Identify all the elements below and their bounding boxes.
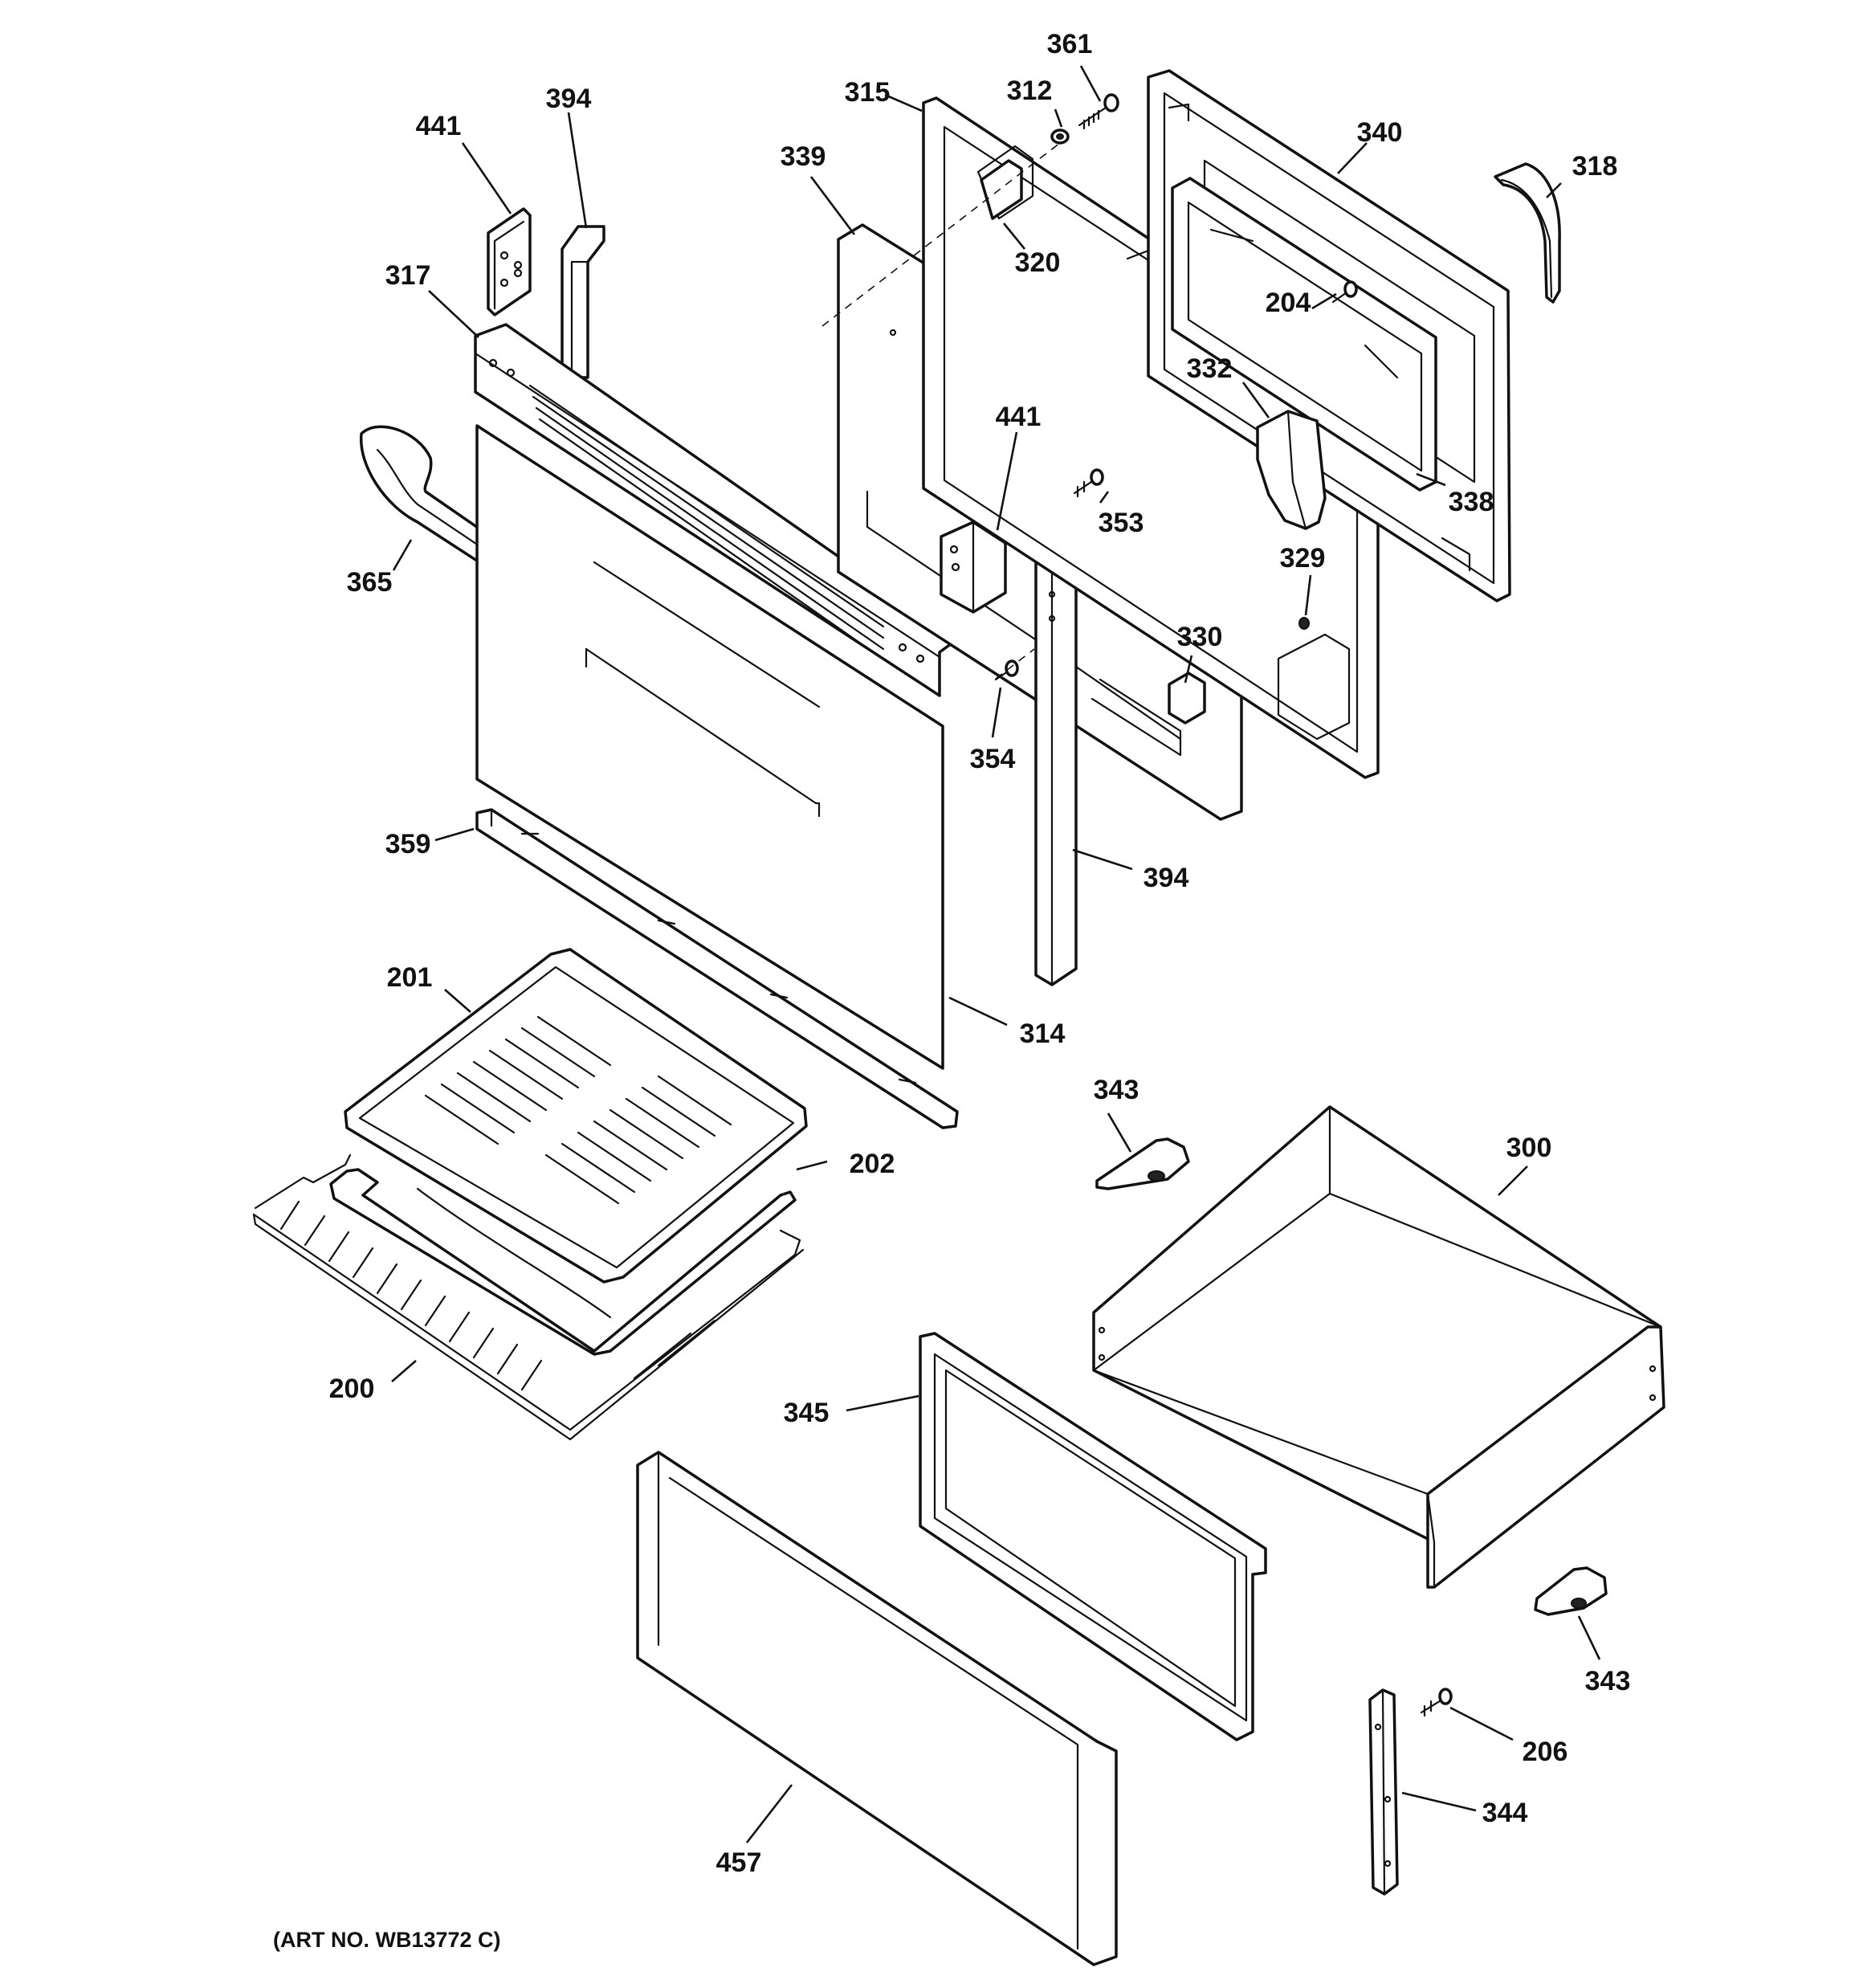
art-number: (ART NO. WB13772 C) [273, 1928, 501, 1952]
part-202-broiler-pan [329, 1168, 797, 1356]
part-441-hinge-bracket-left [487, 207, 532, 316]
callout-345: 345 [784, 1398, 830, 1428]
part-343-drawer-glide-upper [1095, 1137, 1190, 1190]
callout-394: 394 [546, 84, 592, 114]
callout-314: 314 [1020, 1018, 1066, 1049]
part-345-drawer-inner-panel [919, 1332, 1267, 1741]
part-353-screw [1073, 468, 1104, 498]
callout-365: 365 [347, 567, 393, 598]
callout-312: 312 [1007, 76, 1053, 106]
part-314-outer-door-panel [475, 424, 944, 1070]
callout-318: 318 [1572, 151, 1618, 182]
part-457-drawer-front [636, 1451, 1118, 1966]
part-354-screw [994, 659, 1019, 681]
callout-394: 394 [1143, 863, 1189, 893]
callout-206: 206 [1523, 1737, 1568, 1767]
callout-441: 441 [996, 402, 1042, 432]
callout-343: 343 [1585, 1666, 1631, 1696]
callout-339: 339 [781, 141, 826, 172]
part-300-drawer-box [1092, 1105, 1665, 1589]
callout-457: 457 [716, 1847, 762, 1878]
callout-300: 300 [1506, 1133, 1552, 1163]
callout-317: 317 [385, 260, 431, 291]
part-201-broiler-grid [344, 948, 808, 1284]
part-394-hinge-channel-mid [1034, 545, 1078, 986]
part-330-stop [1168, 672, 1206, 725]
callout-330: 330 [1177, 622, 1223, 652]
callout-340: 340 [1357, 117, 1403, 148]
assembly-guide-line [821, 142, 1061, 327]
part-206-screw [1420, 1688, 1453, 1717]
part-343-drawer-glide-lower [1534, 1566, 1608, 1616]
part-361-screw [1078, 93, 1119, 130]
part-312-washer [1050, 129, 1070, 145]
callout-441: 441 [416, 111, 462, 141]
part-200-oven-rack [252, 1153, 805, 1441]
callout-359: 359 [385, 829, 431, 859]
part-344-drawer-rail [1368, 1688, 1399, 1896]
callout-202: 202 [850, 1149, 895, 1179]
callout-354: 354 [970, 744, 1016, 774]
callout-204: 204 [1266, 288, 1311, 318]
part-320-bracket [980, 159, 1023, 220]
callout-338: 338 [1449, 487, 1494, 517]
part-329-screw [1298, 617, 1310, 630]
callout-344: 344 [1482, 1798, 1528, 1828]
callout-201: 201 [387, 962, 433, 993]
callout-315: 315 [845, 77, 891, 108]
part-204-screw [1331, 280, 1358, 304]
callout-332: 332 [1187, 353, 1233, 384]
callout-343: 343 [1094, 1075, 1139, 1105]
leader-lines [391, 65, 1601, 1843]
part-359-bottom-trim [475, 808, 959, 1129]
part-318-gasket [1494, 162, 1561, 304]
callout-353: 353 [1099, 508, 1144, 538]
callout-200: 200 [329, 1374, 375, 1404]
callout-329: 329 [1280, 543, 1326, 574]
callout-320: 320 [1015, 247, 1061, 278]
part-332-hinge-cover [1256, 410, 1327, 530]
callout-361: 361 [1047, 29, 1093, 59]
part-317-vent-trim [474, 323, 959, 697]
part-394-hinge-channel-left [561, 225, 605, 379]
